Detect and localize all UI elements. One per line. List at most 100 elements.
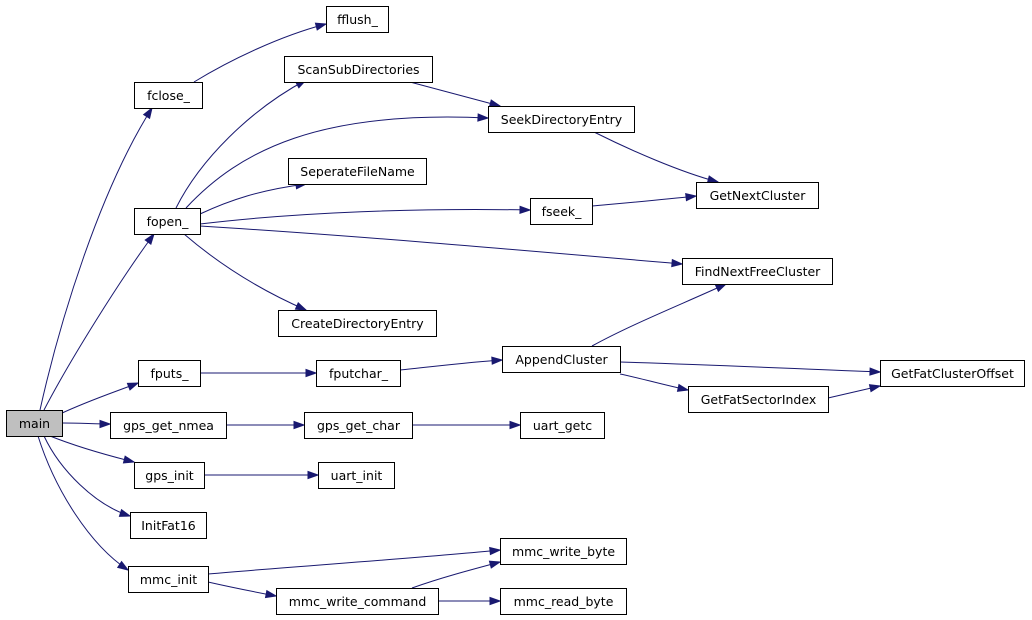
arrowhead-seekdir-to-getnext <box>706 175 720 184</box>
node-createdir-label: CreateDirectoryEntry <box>291 316 424 331</box>
arrowhead-main-to-fclose <box>142 106 153 120</box>
node-sepfile-box <box>288 158 427 185</box>
node-fseek[interactable]: fseek_ <box>530 198 593 225</box>
node-mmcinit-label: mmc_init <box>140 572 197 587</box>
edge-append-to-findfree <box>591 283 727 347</box>
node-gpsnmea-label: gps_get_nmea <box>123 418 214 433</box>
node-gpsinit-box <box>134 462 205 489</box>
arrowhead-main-to-gpsinit <box>122 455 136 464</box>
arrowhead-main-to-fopen <box>144 232 155 245</box>
node-fflush[interactable]: fflush_ <box>326 6 389 33</box>
node-getfatoff-label: GetFatClusterOffset <box>891 366 1014 381</box>
node-mmcwb-box <box>500 538 627 565</box>
arrowhead-gpsinit-to-uartinit <box>307 470 320 480</box>
arrowhead-fputchar-to-append <box>491 356 504 365</box>
node-uartgetc-label: uart_getc <box>533 418 592 433</box>
node-mmcrb-box <box>500 588 627 615</box>
edge-fopen-to-findfree <box>199 225 683 265</box>
node-findfree-label: FindNextFreeCluster <box>695 264 821 279</box>
node-fflush-label: fflush_ <box>337 12 378 27</box>
node-mmcrb[interactable]: mmc_read_byte <box>500 588 627 615</box>
arrowhead-mmcwc-to-mmcwb <box>488 560 502 569</box>
node-uartinit-label: uart_init <box>331 468 383 483</box>
edge-append-to-getfatoff <box>619 361 881 373</box>
edge-main-to-fputs <box>59 382 139 415</box>
node-getfatoff[interactable]: GetFatClusterOffset <box>880 360 1025 387</box>
node-append-label: AppendCluster <box>515 352 608 367</box>
node-sepfile[interactable]: SeperateFileName <box>288 158 427 185</box>
node-fopen-box <box>134 208 201 235</box>
node-createdir-box <box>278 310 437 337</box>
node-fputchar[interactable]: fputchar_ <box>316 360 401 387</box>
edge-main-to-fopen <box>43 233 155 411</box>
node-fclose[interactable]: fclose_ <box>134 82 203 109</box>
node-fputs[interactable]: fputs_ <box>138 360 201 387</box>
arrowhead-gpsnmea-to-gpschar <box>293 420 306 430</box>
edge-mmcinit-to-mmcwb <box>207 549 501 575</box>
edge-seekdir-to-getnext <box>593 131 719 183</box>
node-seekdir[interactable]: SeekDirectoryEntry <box>488 106 635 133</box>
node-fopen-label: fopen_ <box>147 214 190 229</box>
node-main[interactable]: main <box>6 410 63 437</box>
arrowhead-append-to-findfree <box>714 283 728 293</box>
arrowhead-gpschar-to-uartgetc <box>509 420 522 430</box>
node-gpsinit-label: gps_init <box>145 468 193 483</box>
edge-main-to-gpsinit <box>49 435 135 463</box>
edge-main-to-fclose <box>39 107 153 411</box>
arrowhead-append-to-getfatoff <box>869 367 882 376</box>
arrowhead-mmcinit-to-mmcwc <box>264 589 278 599</box>
edge-fopen-to-sepfile <box>199 183 307 215</box>
edge-fputchar-to-append <box>399 359 503 371</box>
nodes-layer: main fclose_ fflush_ fopen_ ScanSubDirectori… <box>6 6 1025 615</box>
node-getfatsec-box <box>688 386 829 413</box>
node-gpschar[interactable]: gps_get_char <box>304 412 413 439</box>
arrowhead-mmcinit-to-mmcwb <box>489 546 502 556</box>
arrowhead-scansub-to-seekdir <box>488 99 502 108</box>
node-mmcinit[interactable]: mmc_init <box>128 566 209 593</box>
arrowhead-fputs-to-fputchar <box>305 368 318 378</box>
node-main-label: main <box>19 416 50 431</box>
node-append[interactable]: AppendCluster <box>502 346 621 373</box>
edge-main-to-initfat <box>43 435 131 517</box>
node-sepfile-label: SeperateFileName <box>300 164 415 179</box>
edge-scansub-to-seekdir <box>409 81 501 107</box>
node-initfat[interactable]: InitFat16 <box>130 512 207 539</box>
node-mmcwb-label: mmc_write_byte <box>512 544 615 559</box>
node-createdir[interactable]: CreateDirectoryEntry <box>278 310 437 337</box>
edge-main-to-mmcinit <box>37 435 129 571</box>
node-getfatsec[interactable]: GetFatSectorIndex <box>688 386 829 413</box>
arrowhead-fopen-to-fseek <box>519 205 532 215</box>
edge-fseek-to-getnext <box>591 195 697 207</box>
node-uartgetc[interactable]: uart_getc <box>520 412 605 439</box>
node-mmcwb[interactable]: mmc_write_byte <box>500 538 627 565</box>
node-fputchar-label: fputchar_ <box>329 366 389 381</box>
node-gpschar-box <box>304 412 413 439</box>
node-findfree[interactable]: FindNextFreeCluster <box>682 258 833 285</box>
edge-fopen-to-createdir <box>183 233 307 311</box>
arrowhead-getfatsec-to-getfatoff <box>868 384 882 393</box>
node-scansub-label: ScanSubDirectories <box>297 62 419 77</box>
arrowhead-main-to-fputs <box>126 382 140 391</box>
node-scansub-box <box>284 56 433 83</box>
arrowhead-main-to-initfat <box>118 508 132 517</box>
node-fopen[interactable]: fopen_ <box>134 208 201 235</box>
node-mmcwc[interactable]: mmc_write_command <box>276 588 439 615</box>
node-gpsnmea[interactable]: gps_get_nmea <box>110 412 227 439</box>
node-getnext[interactable]: GetNextCluster <box>696 182 819 209</box>
node-fseek-label: fseek_ <box>542 204 583 219</box>
node-uartinit[interactable]: uart_init <box>318 462 395 489</box>
node-getnext-box <box>696 182 819 209</box>
edge-fopen-to-scansub <box>175 79 307 209</box>
node-gpsinit[interactable]: gps_init <box>134 462 205 489</box>
arrowhead-fopen-to-createdir <box>294 301 308 311</box>
node-scansub[interactable]: ScanSubDirectories <box>284 56 433 83</box>
node-findfree-box <box>682 258 833 285</box>
node-gpsnmea-box <box>110 412 227 439</box>
node-mmcwc-label: mmc_write_command <box>289 594 427 609</box>
arrowhead-mmcwc-to-mmcrb <box>489 596 502 606</box>
node-initfat-box <box>130 512 207 539</box>
node-fclose-box <box>134 82 203 109</box>
arrowhead-fseek-to-getnext <box>685 192 698 202</box>
node-fputs-label: fputs_ <box>151 366 190 381</box>
